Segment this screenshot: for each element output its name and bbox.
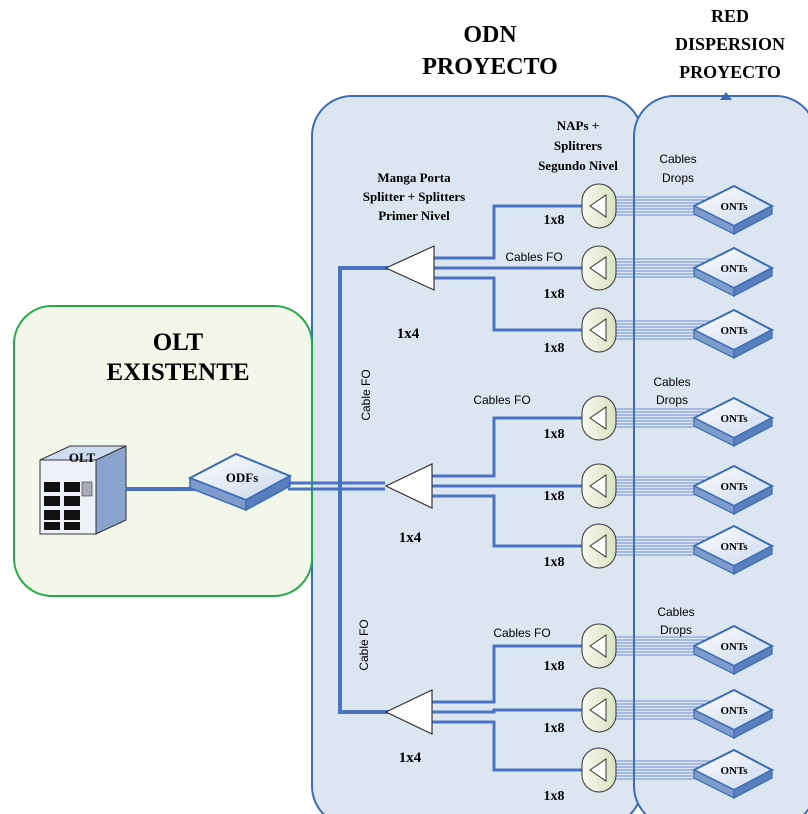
group3-ont-front-1 — [733, 645, 773, 675]
group3-ont-label-2: ONTs — [720, 705, 748, 717]
marker-icon — [720, 92, 732, 100]
group1-branch-fiber-1 — [434, 204, 582, 260]
group1-ont-label-3: ONTs — [720, 325, 748, 337]
group2-splitter-1x4 — [384, 463, 433, 509]
group2-ont-label-3: ONTs — [720, 541, 748, 553]
group2-nap-splitter-icon-1 — [589, 406, 607, 430]
group3-drops-label-2: Drops — [660, 623, 692, 637]
group3-nap-ratio-1: 1x8 — [544, 659, 565, 674]
manga-label-line1: Manga Porta — [377, 170, 451, 185]
olt-title-line2: EXISTENTE — [106, 359, 249, 386]
group2-ont-front-3 — [733, 545, 773, 575]
red-header-line1: RED — [711, 6, 749, 26]
red-header-line2: DISPERSION — [675, 34, 785, 54]
group2-nap-ratio-3: 1x8 — [544, 555, 565, 570]
group2-branch-fiber-3 — [432, 494, 582, 548]
group3-drops-label-1: Cables — [657, 605, 694, 619]
group2-ont-label-2: ONTs — [720, 481, 748, 493]
group2-nap-ratio-2: 1x8 — [544, 489, 565, 504]
naps-label-line1: NAPs + — [557, 118, 599, 133]
group3-nap-ratio-3: 1x8 — [544, 789, 565, 804]
group2-nap-splitter-icon-2 — [589, 474, 607, 498]
group1-nap-splitter-icon-2 — [589, 256, 607, 280]
group1-ont-label-2: ONTs — [720, 263, 748, 275]
group2-drops-label-2: Drops — [656, 393, 688, 407]
group2-ratio-label: 1x4 — [399, 530, 422, 546]
group3-nap-splitter-icon-2 — [589, 698, 607, 722]
group3-ont-label-1: ONTs — [720, 641, 748, 653]
group1-nap-ratio-1: 1x8 — [544, 213, 565, 228]
group2-nap-ratio-1: 1x8 — [544, 427, 565, 442]
group3-branch-fiber-1 — [432, 644, 582, 704]
group1-ratio-label: 1x4 — [397, 326, 420, 342]
group1-drops-label-2: Drops — [662, 171, 694, 185]
group3-nap-ratio-2: 1x8 — [544, 721, 565, 736]
group1-drops-label-1: Cables — [659, 152, 696, 166]
naps-label-line3: Segundo Nivel — [538, 158, 618, 173]
group1-branch-fiber-3 — [434, 276, 582, 332]
group3-branch-fiber-3 — [432, 720, 582, 772]
group3-ont-front-2 — [733, 709, 773, 739]
group3-ratio-label: 1x4 — [399, 750, 422, 766]
group1-ont-front-1 — [733, 205, 773, 235]
odf-device — [187, 452, 293, 512]
manga-label-line3: Primer Nivel — [378, 208, 450, 223]
group2-ont-front-1 — [733, 417, 773, 447]
group1-nap-splitter-icon-3 — [589, 318, 607, 342]
manga-label-line2: Splitter + Splitters — [363, 189, 466, 204]
group3-cables-fo-label: Cables FO — [493, 626, 550, 640]
group3-ont-label-3: ONTs — [720, 765, 748, 777]
group3-ont-front-3 — [733, 769, 773, 799]
group1-nap-ratio-3: 1x8 — [544, 341, 565, 356]
group2-drops-label-1: Cables — [653, 375, 690, 389]
olt-title-line1: OLT — [153, 329, 204, 356]
red-header-line3: PROYECTO — [679, 62, 781, 82]
olt-device — [39, 445, 127, 535]
group3-branch-fiber-2 — [432, 708, 582, 714]
group1-ont-front-3 — [733, 329, 773, 359]
group1-ont-label-1: ONTs — [720, 201, 748, 213]
olt-device-label: OLT — [69, 450, 96, 465]
group3-nap-splitter-icon-1 — [589, 634, 607, 658]
group1-cables-fo-label: Cables FO — [505, 250, 562, 264]
group1-ont-front-2 — [733, 267, 773, 297]
odn-header-line2: PROYECTO — [422, 54, 558, 80]
group2-ont-front-2 — [733, 485, 773, 515]
group1-splitter-1x4 — [384, 245, 435, 291]
group2-ont-label-1: ONTs — [720, 413, 748, 425]
group1-nap-ratio-2: 1x8 — [544, 287, 565, 302]
group2-cables-fo-label: Cables FO — [473, 393, 530, 407]
group2-branch-fiber-1 — [432, 416, 582, 478]
naps-label-line2: Splitrers — [554, 138, 602, 153]
group3-nap-splitter-icon-3 — [589, 758, 607, 782]
odn-header-line1: ODN — [463, 22, 517, 48]
cable-fo-label-1: Cable FO — [359, 369, 373, 420]
odf-device-label: ODFs — [226, 470, 259, 485]
cable-fo-label-2: Cable FO — [357, 619, 371, 670]
group1-nap-splitter-icon-1 — [589, 194, 607, 218]
group3-splitter-1x4 — [384, 689, 433, 735]
group2-nap-splitter-icon-3 — [589, 534, 607, 558]
